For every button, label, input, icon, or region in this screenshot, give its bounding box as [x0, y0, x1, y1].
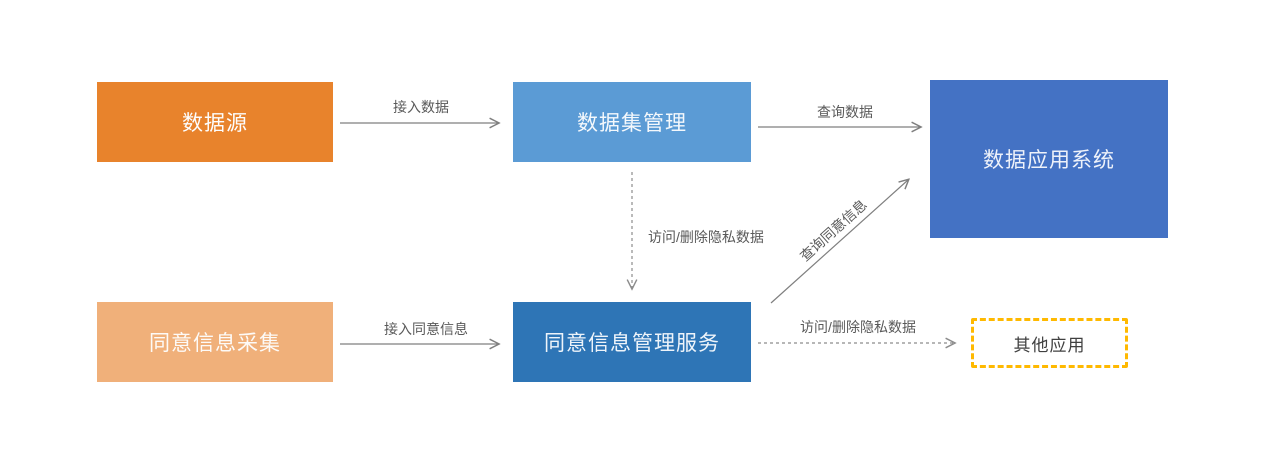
arrow-query-consent-info: [770, 180, 908, 304]
node-other-applications-label: 其他应用: [1013, 335, 1086, 355]
node-consent-info-management-service-label: 同意信息管理服务: [544, 332, 720, 355]
node-other-applications: 其他应用: [971, 318, 1128, 368]
edge-label-access-delete-private-vertical: 访问/删除隐私数据: [648, 229, 764, 245]
edge-label-access-data: 接入数据: [393, 99, 449, 115]
node-data-source-label: 数据源: [182, 112, 248, 135]
edge-label-query-data: 查询数据: [817, 104, 873, 120]
node-data-source: 数据源: [97, 82, 333, 162]
node-consent-info-collection-label: 同意信息采集: [149, 332, 281, 355]
node-dataset-management: 数据集管理: [513, 82, 751, 162]
node-data-application-system-label: 数据应用系统: [983, 149, 1115, 172]
edge-label-access-consent-info: 接入同意信息: [384, 321, 468, 337]
node-consent-info-collection: 同意信息采集: [97, 302, 333, 382]
node-consent-info-management-service: 同意信息管理服务: [513, 302, 751, 382]
node-dataset-management-label: 数据集管理: [577, 112, 687, 135]
node-data-application-system: 数据应用系统: [930, 80, 1168, 238]
edge-label-access-delete-private-horizontal: 访问/删除隐私数据: [800, 319, 916, 335]
